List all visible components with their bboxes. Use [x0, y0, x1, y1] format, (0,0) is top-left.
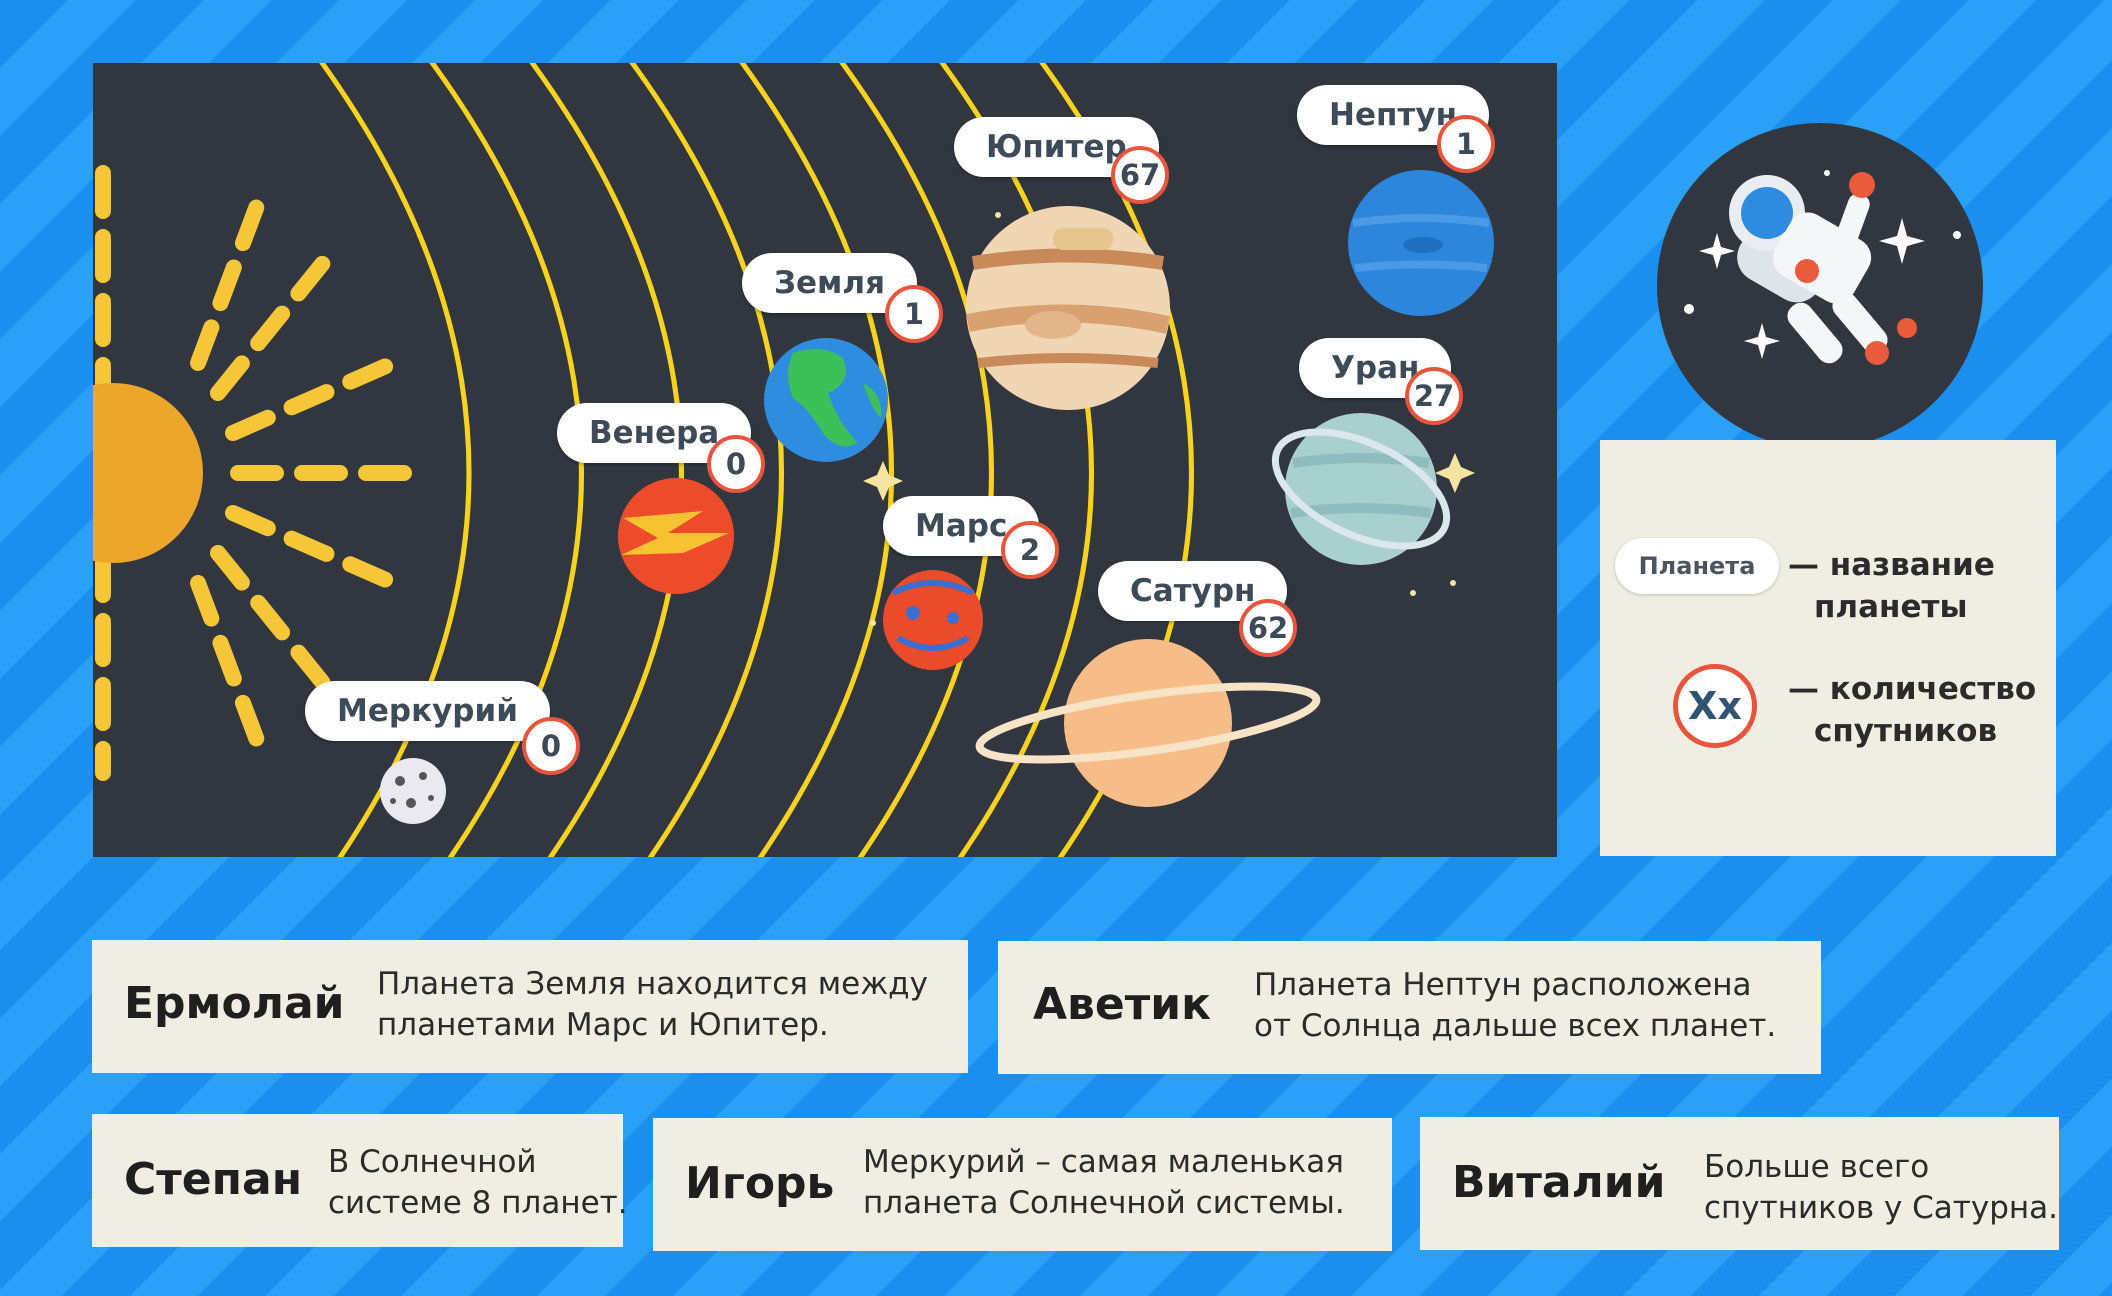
legend-badge-desc-line2: спутников: [1814, 713, 1998, 749]
planet-venus: [618, 478, 734, 594]
statement-line1: Меркурий – самая маленькая: [863, 1144, 1344, 1180]
speaker-name: Аветик: [1033, 979, 1211, 1030]
moons-badge-uranus: 27: [1405, 367, 1463, 425]
legend-pill-desc-line1: — название: [1788, 547, 1995, 583]
label-neptune: Нептун: [1297, 85, 1489, 145]
astronaut-emblem: [1657, 123, 1984, 450]
statement-line2: спутников у Сатурна.: [1704, 1190, 2058, 1226]
sun: [93, 383, 203, 563]
speaker-name: Степан: [124, 1154, 303, 1205]
planet-mercury: [380, 758, 446, 824]
statement-line2: планета Солнечной системы.: [863, 1185, 1345, 1221]
moons-badge-mars: 2: [1001, 521, 1059, 579]
solar-system-drawing: [93, 63, 1494, 857]
planet-jupiter: [966, 206, 1170, 410]
statement-line1: В Солнечной: [328, 1144, 537, 1180]
planet-earth: [764, 338, 888, 462]
legend-planet-pill: Планета: [1615, 538, 1779, 594]
statement-line2: планетами Марс и Юпитер.: [377, 1007, 829, 1043]
statement-line1: Планета Земля находится между: [377, 966, 928, 1002]
statement-line1: Больше всего: [1704, 1149, 1930, 1185]
legend-moons-badge: Хх: [1673, 664, 1757, 748]
speaker-name: Виталий: [1452, 1157, 1666, 1208]
statement-line2: от Солнца дальше всех планет.: [1254, 1008, 1777, 1044]
statement-card-vitaliy: Виталий Больше всего спутников у Сатурна…: [1420, 1117, 2059, 1250]
statement-line2: системе 8 планет.: [328, 1185, 628, 1221]
moons-badge-mercury: 0: [522, 717, 580, 775]
planet-uranus: [1271, 413, 1451, 565]
statement-card-avetik: Аветик Планета Нептун расположена от Сол…: [998, 941, 1821, 1074]
moons-badge-earth: 1: [885, 285, 943, 343]
planet-saturn: [975, 639, 1321, 807]
solar-system-panel: Меркурий 0 Венера 0 Земля 1 Марс 2 Юпите…: [93, 63, 1557, 857]
legend-pill-desc-line2: планеты: [1814, 589, 1968, 625]
planet-neptune: [1348, 170, 1494, 316]
legend-panel: Планета — название планеты Хх — количест…: [1600, 440, 2056, 856]
statement-card-igor: Игорь Меркурий – самая маленькая планета…: [653, 1118, 1392, 1251]
label-mercury: Меркурий: [305, 681, 550, 741]
statement-line1: Планета Нептун расположена: [1254, 967, 1752, 1003]
statement-card-stepan: Степан В Солнечной системе 8 планет.: [92, 1114, 628, 1247]
moons-badge-saturn: 62: [1239, 599, 1297, 657]
moons-badge-neptune: 1: [1437, 115, 1495, 173]
legend-badge-desc-line1: — количество: [1788, 671, 2037, 707]
moons-badge-jupiter: 67: [1111, 146, 1169, 204]
speaker-name: Ермолай: [124, 978, 345, 1029]
sparkle-icons: [1684, 170, 1961, 359]
statement-card-ermolai: Ермолай Планета Земля находится между пл…: [92, 940, 968, 1073]
speaker-name: Игорь: [685, 1158, 835, 1209]
moons-badge-venus: 0: [707, 435, 765, 493]
astronaut-icon: [1729, 172, 1917, 365]
planet-mars: [883, 570, 983, 670]
label-earth: Земля: [742, 253, 917, 313]
